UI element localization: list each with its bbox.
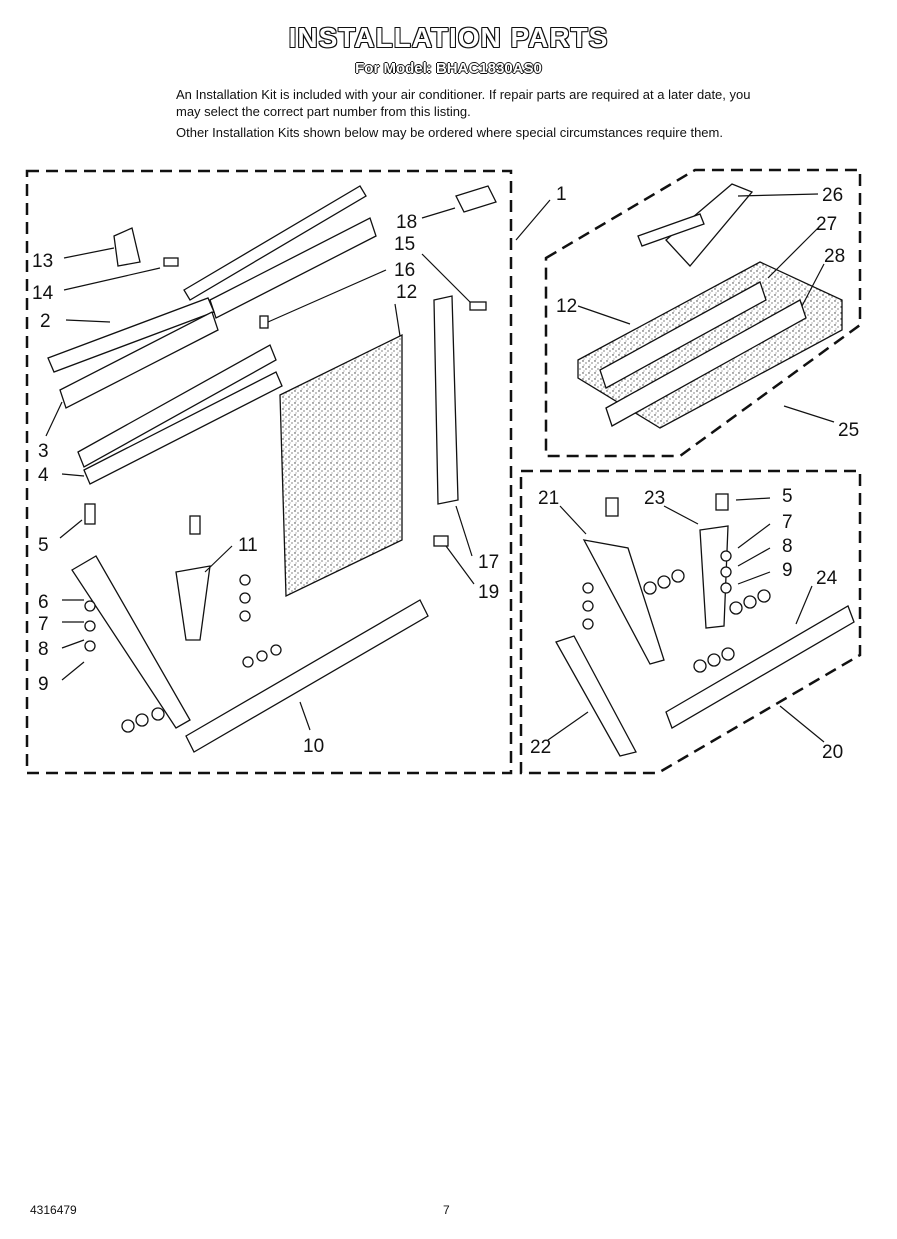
callout-26: 26 <box>822 185 843 206</box>
callout-19: 19 <box>478 582 499 603</box>
strip-part-26 <box>637 213 705 247</box>
callout-labels: 1 2 3 4 5 6 7 8 9 10 11 12 13 14 15 16 1… <box>32 184 859 763</box>
channel-part-28 <box>605 299 807 427</box>
alt-kit-20-parts <box>555 493 855 757</box>
channel-part-16 <box>77 344 277 468</box>
alt-kit-25-boundary <box>544 168 862 458</box>
page-title: INSTALLATION PARTS <box>288 22 609 53</box>
leader-lines <box>45 193 835 743</box>
callout-11: 11 <box>238 535 258 556</box>
intro-paragraph-2: Other Installation Kits shown below may … <box>176 125 723 140</box>
channel-part-3 <box>59 311 219 409</box>
callout-10: 10 <box>303 736 324 757</box>
channel-part-27 <box>599 281 767 389</box>
callout-23: 23 <box>644 488 665 509</box>
alt-kit-25-parts <box>577 183 843 429</box>
bracket-part-13 <box>113 227 141 267</box>
callout-16: 16 <box>394 260 415 281</box>
loop-strip-26 <box>665 183 754 267</box>
page-number: 7 <box>443 1203 450 1217</box>
callout-12-alt: 12 <box>556 296 577 317</box>
callout-4: 4 <box>38 465 49 486</box>
callout-14: 14 <box>32 283 54 304</box>
top-rail-part <box>183 185 367 301</box>
callout-24: 24 <box>816 568 838 589</box>
callout-18: 18 <box>396 212 417 233</box>
callout-3: 3 <box>38 441 49 462</box>
callout-28: 28 <box>824 246 845 267</box>
support-arm-6 <box>71 555 191 729</box>
alt-kit-20-boundary <box>519 469 862 775</box>
hardware-stack-left <box>84 257 487 733</box>
callout-15: 15 <box>394 234 415 255</box>
hardware-stack-right <box>582 493 771 673</box>
bracket-part-11 <box>175 565 211 641</box>
model-subtitle: For Model: BHAC1830AS0 <box>355 60 542 77</box>
callout-17: 17 <box>478 552 499 573</box>
callout-9: 9 <box>38 674 49 695</box>
side-post-17 <box>433 295 459 505</box>
block-part-18 <box>455 185 497 213</box>
foam-panel-12 <box>279 333 403 598</box>
document-number: 4316479 <box>30 1203 77 1217</box>
callout-25: 25 <box>838 420 859 441</box>
callout-7-alt: 7 <box>782 512 793 533</box>
callout-1: 1 <box>556 184 567 205</box>
sill-bar-24 <box>665 605 855 729</box>
callout-7: 7 <box>38 614 49 635</box>
bracket-part-23 <box>699 525 729 629</box>
callout-21: 21 <box>538 488 559 509</box>
main-kit-parts <box>47 185 497 753</box>
callout-8-alt: 8 <box>782 536 793 557</box>
channel-part-4 <box>83 371 283 485</box>
callout-2: 2 <box>40 311 51 332</box>
bracket-part-22 <box>555 635 637 757</box>
callout-6: 6 <box>38 592 49 613</box>
channel-part-2 <box>47 297 215 373</box>
callout-20: 20 <box>822 742 843 763</box>
main-kit-boundary <box>25 169 513 775</box>
sill-bar-10 <box>185 599 429 753</box>
callout-22: 22 <box>530 737 551 758</box>
callout-5: 5 <box>38 535 49 556</box>
callout-27: 27 <box>816 214 837 235</box>
callout-5-alt: 5 <box>782 486 793 507</box>
callout-12: 12 <box>396 282 417 303</box>
bracket-part-21 <box>582 539 665 665</box>
callout-8: 8 <box>38 639 49 660</box>
callout-13: 13 <box>32 251 53 272</box>
intro-paragraph-1: An Installation Kit is included with you… <box>176 87 751 119</box>
callout-9-alt: 9 <box>782 560 793 581</box>
